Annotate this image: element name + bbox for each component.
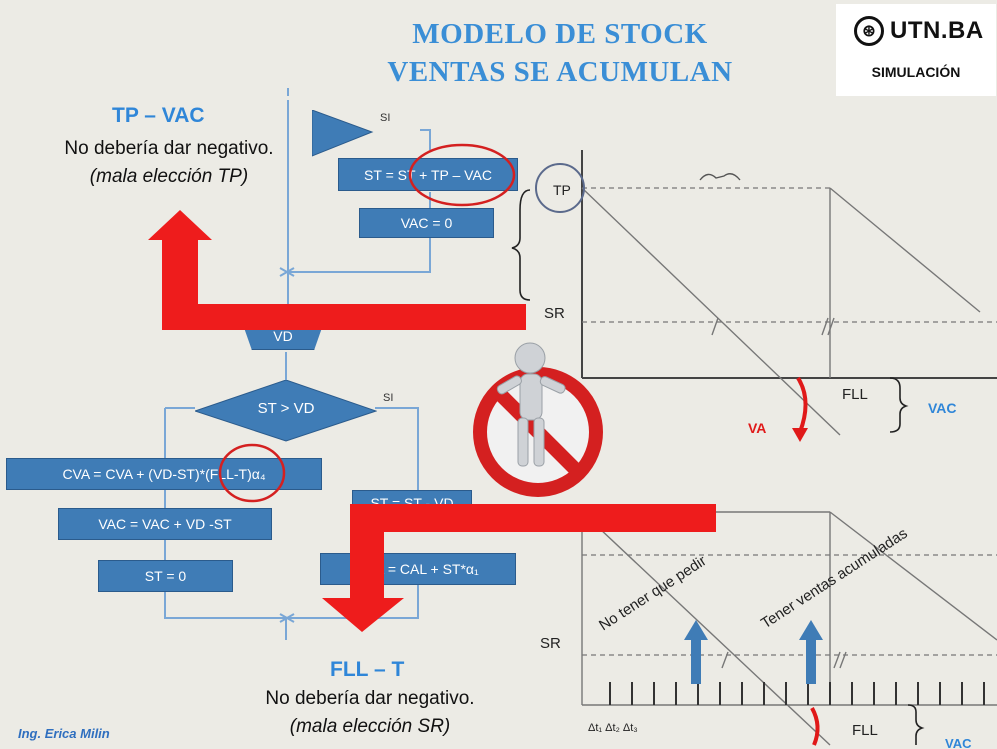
note-top-title: TP – VAC [112, 104, 205, 127]
si-label-top: SI [380, 112, 391, 124]
red-arrow-down [322, 504, 716, 632]
graph-top-sr-label: SR [544, 305, 565, 322]
box-cva: CVA = CVA + (VD-ST)*(FLL-T)α₄ [6, 458, 322, 490]
utn-logo-text: UTN.BA [890, 17, 984, 44]
slide-title-line1: MODELO DE STOCK [412, 18, 708, 50]
slide-title-line2: VENTAS SE ACUMULAN [387, 56, 733, 88]
red-arrow-up [148, 210, 526, 330]
decision-diamond [195, 380, 377, 442]
decision-label: ST > VD [257, 400, 315, 417]
graph-top-va-label: VA [748, 420, 767, 436]
graph-top-tp-label: TP [553, 182, 571, 198]
note-bottom-title: FLL – T [330, 658, 405, 681]
box-st-tp-vac: ST = ST + TP – VAC [338, 158, 518, 191]
note-bottom-text: No debería dar negativo. [265, 688, 475, 709]
logo-subtitle: SIMULACIÓN [871, 64, 961, 80]
box-st-zero: ST = 0 [98, 560, 233, 592]
time-axis-ticks [609, 682, 985, 705]
blue-up-arrows [684, 620, 823, 684]
graph-bottom-sr-label: SR [540, 635, 561, 652]
time-deltas-label: Δt₁ Δt₂ Δt₃ [588, 722, 638, 734]
graph-top-vac-label: VAC [928, 400, 957, 416]
note-bottom-italic: (mala elección SR) [289, 716, 451, 737]
box-vac-sum: VAC = VAC + VD -ST [58, 508, 272, 540]
graph-top-fll-label: FLL [842, 386, 868, 403]
graph-bottom-fll-label: FLL [852, 722, 878, 739]
si-label-mid: SI [383, 392, 394, 404]
flowchart-connector-triangle [312, 110, 374, 157]
note-top-italic: (mala elección TP) [89, 166, 249, 187]
author-footer: Ing. Erica Milin [18, 726, 110, 741]
note-top-text: No debería dar negativo. [64, 138, 274, 159]
utn-logo: ⊛ UTN.BA SIMULACIÓN [836, 4, 996, 96]
utn-logo-icon: ⊛ [854, 16, 884, 46]
box-vac-zero: VAC = 0 [359, 208, 494, 238]
prohibition-sign-icon [473, 342, 603, 497]
graph-bottom-vac-label: VAC [945, 736, 972, 749]
